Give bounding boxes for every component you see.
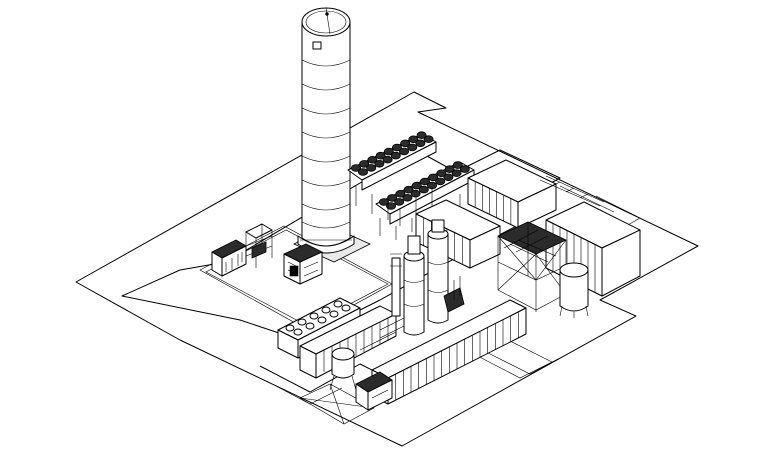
fan-unit [367, 156, 378, 164]
roof-dome [309, 312, 319, 320]
fan-unit [390, 151, 401, 160]
roof-dome [293, 328, 303, 336]
fan-unit [435, 177, 446, 186]
fan-unit [444, 165, 455, 174]
fan-unit [395, 190, 406, 198]
fan-unit [443, 173, 454, 182]
roof-dome [297, 318, 307, 326]
fan-unit [391, 143, 402, 152]
roof-dome [321, 306, 331, 314]
fan-unit [378, 198, 389, 206]
fan-unit [419, 177, 430, 186]
roof-dome [329, 310, 339, 318]
equipment-enclosures [277, 159, 641, 405]
fan-unit [387, 194, 398, 202]
process-columns [329, 219, 465, 411]
fan-unit [403, 185, 414, 194]
fan-unit [451, 169, 462, 178]
fan-unit [383, 147, 394, 156]
fan-unit [408, 135, 419, 144]
storage-tank [559, 262, 589, 318]
fan-unit [426, 181, 437, 190]
fan-unit [428, 173, 439, 182]
fan-cooler-array [347, 131, 475, 240]
fan-unit [400, 139, 411, 148]
fan-unit [366, 164, 377, 172]
fan-unit [350, 164, 361, 172]
steel-frame-structure [497, 221, 567, 312]
fan-unit [359, 160, 370, 168]
fan-unit [357, 168, 368, 176]
fan-unit [418, 185, 429, 194]
fan-unit [411, 181, 422, 190]
skid-units [211, 223, 323, 285]
fan-unit [423, 135, 434, 144]
stack-tower [293, 7, 371, 263]
roof-dome [333, 300, 343, 308]
fan-unit [407, 143, 418, 152]
fan-unit [402, 194, 413, 202]
fan-unit [375, 151, 386, 160]
roof-dome [341, 304, 351, 312]
fan-unit [452, 161, 463, 169]
fan-unit [436, 169, 447, 178]
fan-unit [416, 131, 427, 140]
roof-dome [317, 316, 327, 324]
roof-dome [285, 324, 295, 332]
fan-unit [394, 198, 405, 206]
roof-dome [305, 322, 315, 330]
fan-unit [398, 147, 409, 156]
fan-unit [415, 139, 426, 148]
fan-unit [374, 160, 385, 168]
fan-unit [382, 155, 393, 164]
fan-unit [459, 165, 470, 173]
fan-unit [385, 202, 396, 210]
fan-unit [410, 189, 421, 198]
